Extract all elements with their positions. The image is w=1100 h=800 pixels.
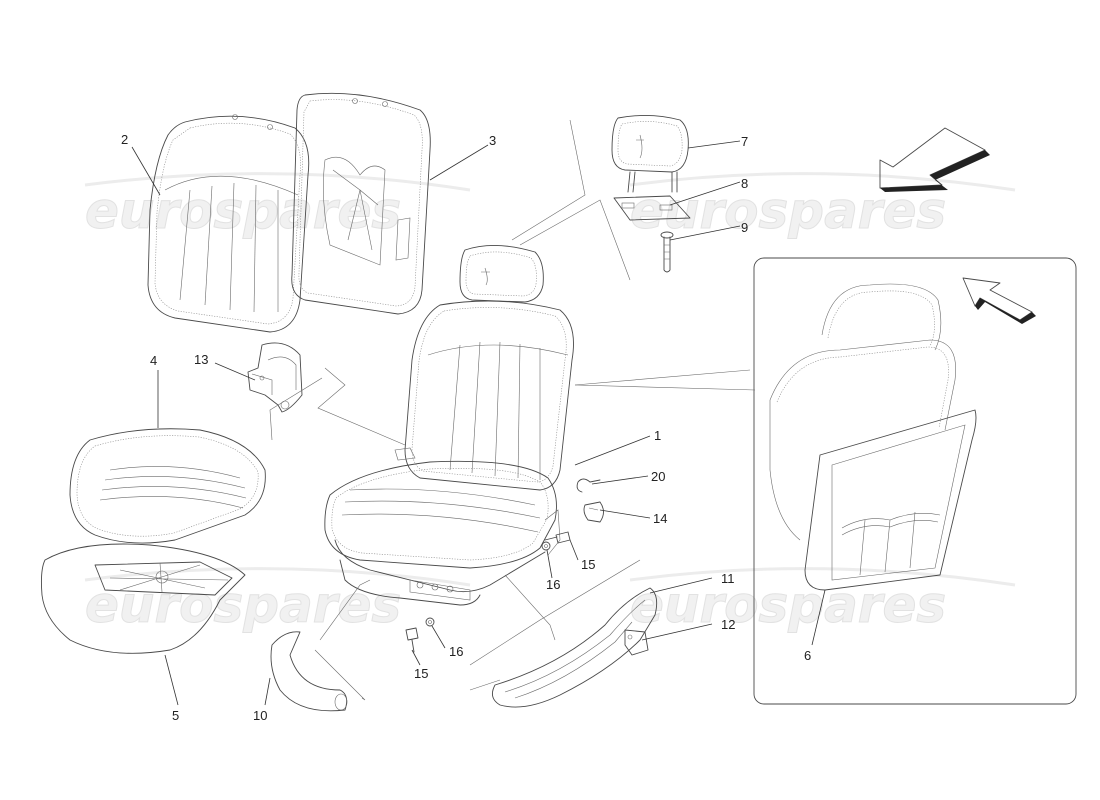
front-seat-assembly: [324, 245, 574, 606]
callout-2: 2: [121, 132, 128, 147]
clip-part: [583, 501, 604, 523]
reference-lines: [269, 119, 756, 701]
headrest-guide-plate-part: [613, 195, 691, 221]
callout-12: 12: [721, 617, 735, 632]
direction-arrow-icon: [879, 127, 990, 192]
callout-10: 10: [253, 708, 267, 723]
watermark-text: eurospares: [85, 576, 401, 634]
seat-cushion-cover-part: [69, 428, 266, 544]
watermark-text: eurospares: [630, 576, 946, 634]
washer-part: [425, 617, 435, 627]
callout-5: 5: [172, 708, 179, 723]
side-bracket-part: [247, 342, 303, 413]
side-shield-part: [491, 587, 658, 708]
callout-6: 6: [804, 648, 811, 663]
callout-15b: 15: [414, 666, 428, 681]
watermark-text: eurospares: [85, 182, 401, 240]
callout-15a: 15: [581, 557, 595, 572]
screw-part: [544, 531, 571, 544]
callout-7: 7: [741, 134, 748, 149]
inset-detail-panel: [753, 257, 1077, 705]
screw-part: [405, 627, 419, 653]
leader-lines: [131, 140, 826, 706]
callout-11: 11: [721, 571, 735, 586]
direction-arrow-icon: [962, 277, 1036, 324]
callout-1: 1: [654, 428, 661, 443]
callout-4: 4: [150, 353, 157, 368]
callout-16b: 16: [449, 644, 463, 659]
hook-part: [576, 478, 601, 493]
callout-8: 8: [741, 176, 748, 191]
washer-part: [541, 541, 551, 551]
callout-13: 13: [194, 352, 208, 367]
callout-16a: 16: [546, 577, 560, 592]
trim-piece-part: [270, 631, 348, 712]
callout-3: 3: [489, 133, 496, 148]
headrest-part: [611, 115, 689, 193]
callout-20: 20: [651, 469, 665, 484]
callout-labels: 1 2 3 4 5 6 7 8 9 10 11 12 13 14 15 15 1…: [121, 132, 811, 723]
headrest-bolt-part: [660, 231, 674, 273]
callout-14: 14: [653, 511, 667, 526]
backrest-cover-part: [147, 114, 310, 333]
callout-9: 9: [741, 220, 748, 235]
backrest-rear-panel-part: [291, 92, 431, 315]
seat-base-cushion-part: [40, 543, 246, 654]
